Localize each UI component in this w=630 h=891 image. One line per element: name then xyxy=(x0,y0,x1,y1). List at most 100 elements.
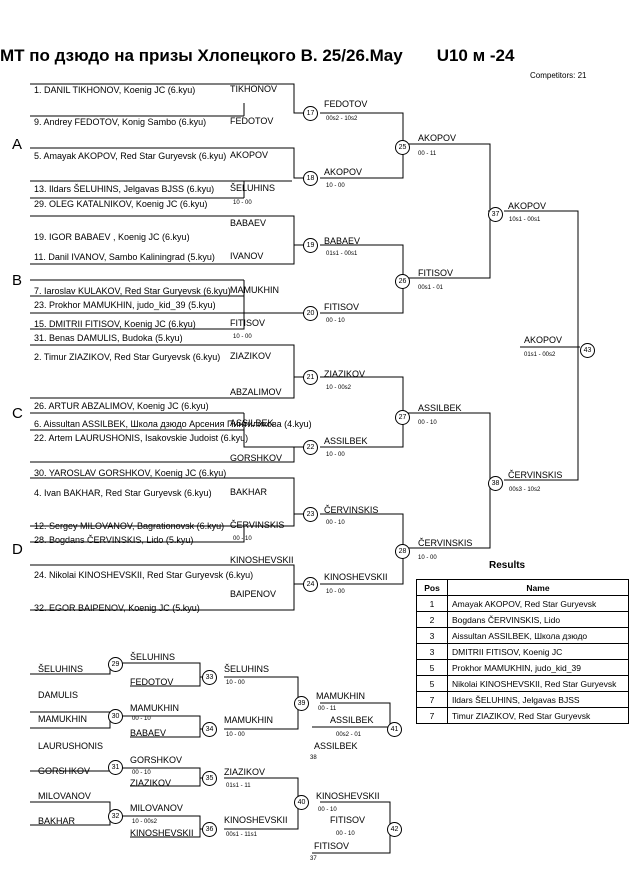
result-pos: 2 xyxy=(416,611,448,628)
match-number: 20 xyxy=(303,306,318,321)
match-score: 00s1 - 01 xyxy=(418,285,444,291)
entry-row: 24. Nikolai KINOSHEVSKII, Red Star Gurye… xyxy=(34,570,254,580)
results-header-name: Name xyxy=(447,579,629,596)
match-score: 10 - 00 xyxy=(233,334,252,340)
entry-row: 31. Benas DAMULIS, Budoka (5.kyu) xyxy=(34,333,183,343)
entry-row: 12. Sergey MILOVANOV, Bagrationovsk (6.k… xyxy=(34,521,225,531)
r3-winner: AKOPOV xyxy=(418,133,457,143)
repechage-label: ASSILBEK xyxy=(314,741,358,751)
match-score: 10 - 00 xyxy=(418,555,437,561)
match-number: 34 xyxy=(202,722,217,737)
results-header-pos: Pos xyxy=(416,579,448,596)
match-number: 33 xyxy=(202,670,217,685)
match-score: 00 - 11 xyxy=(318,706,337,712)
r1-winner: BABAEV xyxy=(230,218,267,228)
match-score: 00s2 - 01 xyxy=(336,732,362,738)
match-score: 10 - 00 xyxy=(233,200,252,206)
repechage-label: MAMUKHIN xyxy=(316,691,365,701)
r3-winner: ASSILBEK xyxy=(418,403,462,413)
entry-row: 32. EGOR BAIPENOV, Koenig JC (5.kyu) xyxy=(34,603,200,613)
entry-row: 6. Aissultan ASSILBEK, Школа дзюдо Арсен… xyxy=(34,419,312,429)
match-score: 01s1 - 00s2 xyxy=(524,352,556,358)
r3-winner: ČERVINSKIS xyxy=(418,538,473,548)
group-label-c: C xyxy=(12,405,23,422)
match-score: 10s1 - 00s1 xyxy=(509,217,541,223)
match-number: 38 xyxy=(488,476,503,491)
result-pos: 1 xyxy=(416,595,448,612)
results-title: Results xyxy=(489,560,526,571)
repechage-entry: LAURUSHONIS xyxy=(38,741,104,751)
match-score: 00 - 10 xyxy=(418,420,437,426)
entry-row: 30. YAROSLAV GORSHKOV, Koenig JC (6.kyu) xyxy=(34,468,227,478)
repechage-label: FEDOTOV xyxy=(130,677,174,687)
match-number: 43 xyxy=(580,343,595,358)
group-label-d: D xyxy=(12,541,23,558)
r2-winner: ZIAZIKOV xyxy=(324,369,366,379)
r2-winner: FEDOTOV xyxy=(324,99,368,109)
group-label-b: B xyxy=(12,272,23,289)
r1-winner: AKOPOV xyxy=(230,150,269,160)
r1-winner: ZIAZIKOV xyxy=(230,351,272,361)
match-score: 00 - 11 xyxy=(418,151,437,157)
repechage-entry: ŠELUHINS xyxy=(38,664,84,674)
entry-row: 4. Ivan BAKHAR, Red Star Guryevsk (6.kyu… xyxy=(34,488,212,498)
entry-row: 2. Timur ZIAZIKOV, Red Star Guryevsk (6.… xyxy=(34,352,221,362)
match-number: 40 xyxy=(294,795,309,810)
repechage-label: ŠELUHINS xyxy=(130,652,176,662)
repechage-label: ZIAZIKOV xyxy=(224,767,266,777)
match-score: 00 - 10 xyxy=(326,520,345,526)
match-number: 26 xyxy=(395,274,410,289)
match-score: 00 - 10 xyxy=(326,318,345,324)
r1-winner: KINOSHEVSKII xyxy=(230,555,294,565)
entry-row: 5. Amayak AKOPOV, Red Star Guryevsk (6.k… xyxy=(34,151,227,161)
match-score: 10 - 00 xyxy=(326,183,345,189)
match-number: 27 xyxy=(395,410,410,425)
result-pos: 5 xyxy=(416,675,448,692)
entry-row: 1. DANIL TIKHONOV, Koenig JC (6.kyu) xyxy=(34,85,196,95)
r2-winner: ČERVINSKIS xyxy=(324,505,379,515)
match-score: 10 - 00 xyxy=(326,452,345,458)
match-score: 37 xyxy=(310,856,317,862)
result-pos: 3 xyxy=(416,627,448,644)
r4-winner: ČERVINSKIS xyxy=(508,470,563,480)
match-score: 00 - 10 xyxy=(318,807,337,813)
repechage-entry: GORSHKOV xyxy=(38,766,91,776)
group-label-a: A xyxy=(12,136,23,153)
entry-row: 23. Prokhor MAMUKHIN, judo_kid_39 (5.kyu… xyxy=(34,300,216,310)
r4-winner: AKOPOV xyxy=(508,201,547,211)
r1-winner: GORSHKOV xyxy=(230,453,283,463)
match-number: 22 xyxy=(303,440,318,455)
match-score: 38 xyxy=(310,755,317,761)
match-score: 00 - 10 xyxy=(132,716,151,722)
match-score: 00 - 10 xyxy=(132,770,151,776)
r1-winner: BAKHAR xyxy=(230,487,268,497)
final-winner: AKOPOV xyxy=(524,335,563,345)
r2-winner: ASSILBEK xyxy=(324,436,368,446)
result-pos: 5 xyxy=(416,659,448,676)
r1-winner: ČERVINSKIS xyxy=(230,520,285,530)
r2-winner: KINOSHEVSKII xyxy=(324,572,388,582)
results-header-row: Pos Name xyxy=(416,579,629,596)
repechage-label: MAMUKHIN xyxy=(224,715,273,725)
r3-winner: FITISOV xyxy=(418,268,454,278)
match-number: 30 xyxy=(108,709,123,724)
entry-row: 15. DMITRII FITISOV, Koenig JC (6.kyu) xyxy=(34,319,196,329)
entry-row: 13. Ildars ŠELUHINS, Jelgavas BJSS (6.ky… xyxy=(34,184,215,194)
result-name: Prokhor MAMUKHIN, judo_kid_39 xyxy=(447,659,629,676)
result-name: DMITRII FITISOV, Koenig JC xyxy=(447,643,629,660)
r1-winner: MAMUKHIN xyxy=(230,285,279,295)
match-number: 35 xyxy=(202,771,217,786)
entry-row: 7. Iaroslav KULAKOV, Red Star Guryevsk (… xyxy=(34,286,231,296)
repechage-entry: DAMULIS xyxy=(38,690,79,700)
match-score: 01s1 - 00s1 xyxy=(326,251,358,257)
entry-row: 29. OLEG KATALNIKOV, Koenig JC (6.kyu) xyxy=(34,199,208,209)
result-name: Aissultan ASSILBEK, Школа дзюдо xyxy=(447,627,629,644)
result-pos: 3 xyxy=(416,643,448,660)
